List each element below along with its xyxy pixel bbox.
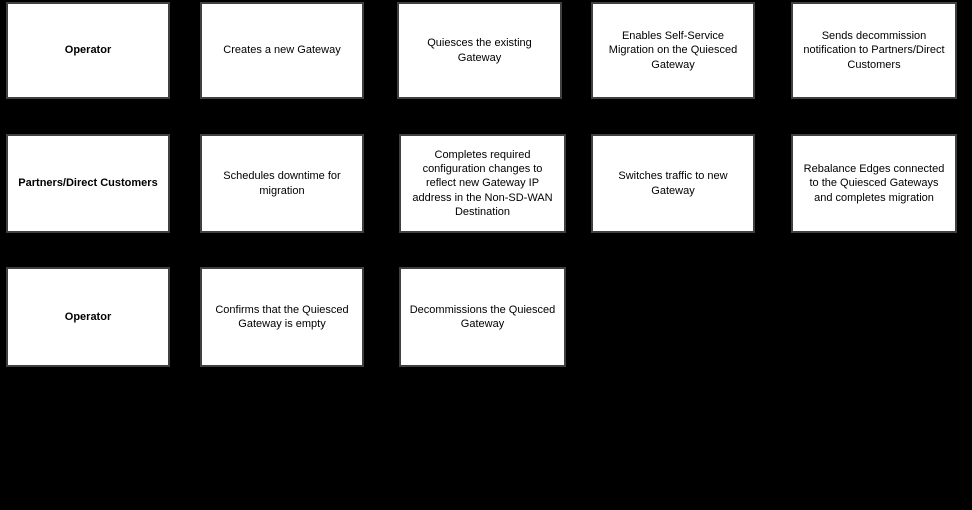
role-box-operator: Operator: [6, 2, 170, 99]
step-rebalance-edges-completes-migration: Rebalance Edges connected to the Quiesce…: [791, 134, 957, 233]
step-quiesces-existing-gateway: Quiesces the existing Gateway: [397, 2, 562, 99]
step-schedules-downtime: Schedules downtime for migration: [200, 134, 364, 233]
step-enables-self-service-migration: Enables Self-Service Migration on the Qu…: [591, 2, 755, 99]
step-decommissions-quiesced-gateway: Decommissions the Quiesced Gateway: [399, 267, 566, 367]
step-switches-traffic-to-new-gateway: Switches traffic to new Gateway: [591, 134, 755, 233]
step-confirms-quiesced-gateway-empty: Confirms that the Quiesced Gateway is em…: [200, 267, 364, 367]
role-box-partners-direct-customers: Partners/Direct Customers: [6, 134, 170, 233]
step-completes-configuration-changes: Completes required configuration changes…: [399, 134, 566, 233]
step-creates-new-gateway: Creates a new Gateway: [200, 2, 364, 99]
role-box-operator-2: Operator: [6, 267, 170, 367]
step-sends-decommission-notification: Sends decommission notification to Partn…: [791, 2, 957, 99]
